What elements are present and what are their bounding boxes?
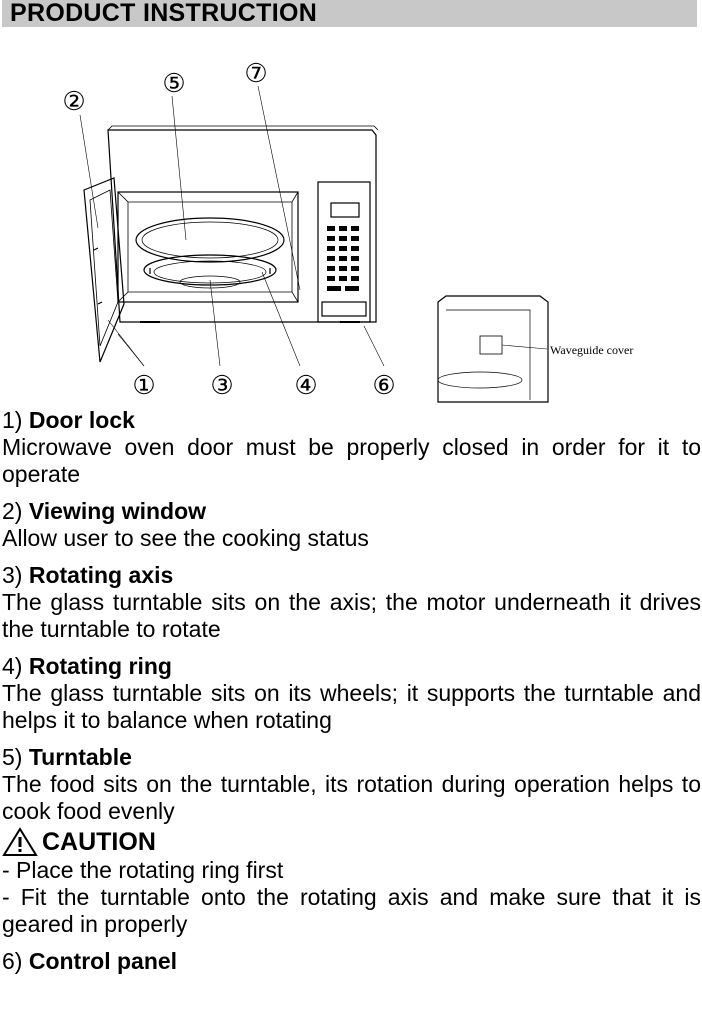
microwave-illustration: ① ② ③ ④ ⑤ ⑥ ⑦ Waveguide cover — [62, 59, 633, 403]
callout-2: ② — [62, 87, 85, 117]
page-title: PRODUCT INSTRUCTION — [10, 0, 318, 27]
section-1-heading: 1) Door lock — [2, 407, 135, 433]
caution-item-2: - Fit the turntable onto the rotating ax… — [2, 884, 701, 937]
instruction-text: 1) Door lock Microwave oven door must be… — [2, 407, 701, 975]
section-5-body: The food sits on the turntable, its rota… — [2, 771, 701, 824]
section-2-body: Allow user to see the cooking status — [2, 525, 369, 551]
microwave-diagram: ① ② ③ ④ ⑤ ⑥ ⑦ Waveguide cover — [0, 40, 702, 410]
callout-5: ⑤ — [162, 69, 185, 99]
section-3-heading: 3) Rotating axis — [2, 562, 174, 588]
section-2-heading: 2) Viewing window — [2, 498, 207, 524]
section-header-bar: PRODUCT INSTRUCTION — [2, 0, 697, 27]
waveguide-cover-label: Waveguide cover — [550, 343, 633, 357]
callout-3: ③ — [210, 371, 233, 401]
caution-item-1: - Place the rotating ring first — [2, 857, 284, 883]
callout-7: ⑦ — [244, 59, 267, 89]
section-4-heading: 4) Rotating ring — [2, 653, 172, 679]
section-3-body: The glass turntable sits on the axis; th… — [2, 589, 701, 642]
warning-triangle-icon — [2, 827, 38, 856]
callout-6: ⑥ — [372, 371, 395, 401]
caution-heading: CAUTION — [2, 827, 701, 857]
section-6-heading: 6) Control panel — [2, 948, 178, 974]
section-1-body: Microwave oven door must be properly clo… — [2, 434, 701, 487]
section-4-body: The glass turntable sits on its wheels; … — [2, 680, 701, 733]
callout-4: ④ — [294, 371, 317, 401]
caution-label: CAUTION — [42, 827, 156, 856]
section-5-heading: 5) Turntable — [2, 744, 132, 770]
callout-1: ① — [132, 371, 155, 401]
